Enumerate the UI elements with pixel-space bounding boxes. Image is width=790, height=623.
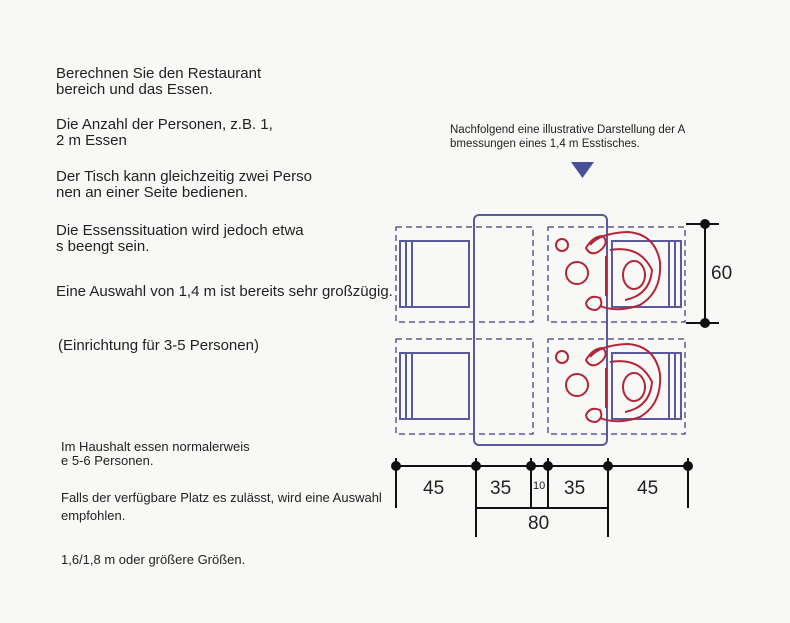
- chair-left-top: [399, 240, 470, 308]
- down-arrow-icon: [571, 162, 594, 178]
- dimension-seg-2: 35: [490, 478, 511, 499]
- household-text-1: Im Haushalt essen normalerweis e 5-6 Per…: [61, 439, 250, 468]
- household-text-2: Falls der verfügbare Platz es zulässt, w…: [61, 490, 382, 523]
- illustration-note: Nachfolgend eine illustrative Darstellun…: [450, 123, 686, 150]
- intro-text-6: (Einrichtung für 3-5 Personen): [58, 337, 259, 354]
- person-icon-bottom: [555, 342, 662, 424]
- seat-zone-left-top: [395, 226, 534, 323]
- dimension-seg-5: 45: [637, 478, 658, 499]
- dimension-total: 80: [528, 513, 549, 534]
- intro-text-4: Die Essenssituation wird jedoch etwa s b…: [56, 222, 304, 255]
- intro-text-3: Der Tisch kann gleichzeitig zwei Perso n…: [56, 168, 312, 201]
- dining-table: [473, 214, 608, 446]
- intro-text-2: Die Anzahl der Personen, z.B. 1, 2 m Ess…: [56, 116, 273, 149]
- dimension-seg-3: 10: [533, 480, 545, 492]
- dimension-seg-1: 45: [423, 478, 444, 499]
- chair-left-bottom: [399, 352, 470, 420]
- household-text-3: 1,6/1,8 m oder größere Größen.: [61, 552, 246, 567]
- intro-text-1: Berechnen Sie den Restaurant bereich und…: [56, 65, 262, 98]
- dimension-seg-4: 35: [564, 478, 585, 499]
- intro-text-5: Eine Auswahl von 1,4 m ist bereits sehr …: [56, 283, 393, 300]
- chair-right-top: [611, 240, 682, 308]
- seat-zone-left-bottom: [395, 338, 534, 435]
- dimension-height: [686, 219, 719, 328]
- dimension-horizontal: [391, 458, 693, 537]
- seat-zone-right-bottom: [547, 338, 686, 435]
- person-icon-top: [555, 230, 662, 312]
- chair-right-bottom: [611, 352, 682, 420]
- dimension-height-label: 60: [711, 263, 732, 284]
- seat-zone-right-top: [547, 226, 686, 323]
